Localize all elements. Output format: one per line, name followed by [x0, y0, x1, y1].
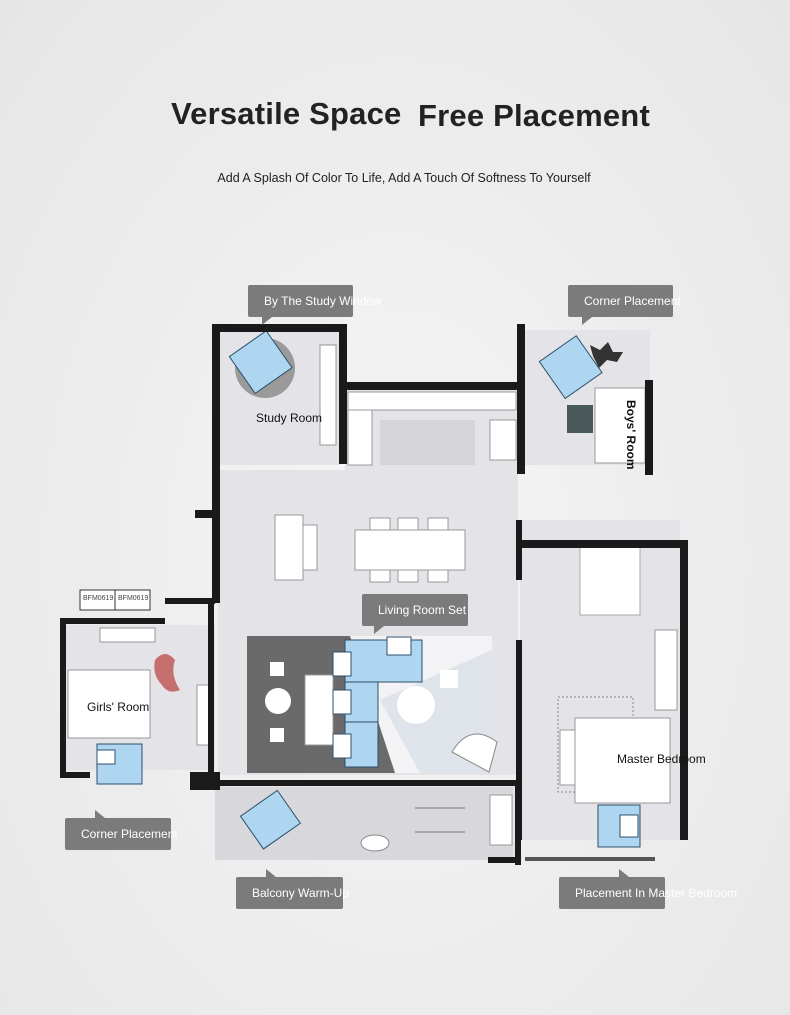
master-bedroom-furniture: [557, 544, 678, 804]
kitchen-fixtures: [347, 391, 517, 466]
blue-chairs: [96, 330, 641, 850]
callout-master-bedroom: Placement In Master Bedroom: [559, 869, 737, 909]
callout-study-window: By The Study Window: [248, 285, 382, 325]
title-right: Free Placement: [418, 98, 650, 133]
callout-corner-top-text: Corner Placement: [584, 294, 681, 308]
dining-table: [274, 514, 466, 583]
callout-master-bedroom-text: Placement In Master Bedroom: [575, 886, 738, 900]
callout-study-window-text: By The Study Window: [264, 294, 382, 308]
window-code-2: BFM0619: [118, 595, 149, 602]
callout-balcony-text: Balcony Warm-Up: [252, 886, 349, 900]
callout-balcony: Balcony Warm-Up: [236, 869, 349, 909]
window-boxes: [79, 589, 151, 611]
boys-room-furniture: [567, 342, 646, 464]
walls: [60, 324, 688, 865]
room-label-girls: Girls' Room: [87, 700, 150, 714]
room-label-master: Master Bedroom: [617, 752, 706, 766]
callout-corner-left-text: Corner Placement: [81, 827, 178, 841]
callout-living-room-set: Living Room Set: [362, 594, 468, 634]
callout-living-room-set-text: Living Room Set: [378, 603, 467, 617]
room-label-study: Study Room: [256, 411, 323, 425]
room-label-boys: Boys' Room: [624, 400, 638, 470]
subtitle: Add A Splash Of Color To Life, Add A Tou…: [217, 171, 591, 185]
callout-corner-top: Corner Placement: [568, 285, 681, 325]
girls-room-furniture: [67, 627, 212, 746]
callout-corner-left: Corner Placement: [65, 810, 178, 850]
title-left: Versatile Space: [171, 96, 402, 131]
window-code-1: BFM0619: [83, 595, 114, 602]
